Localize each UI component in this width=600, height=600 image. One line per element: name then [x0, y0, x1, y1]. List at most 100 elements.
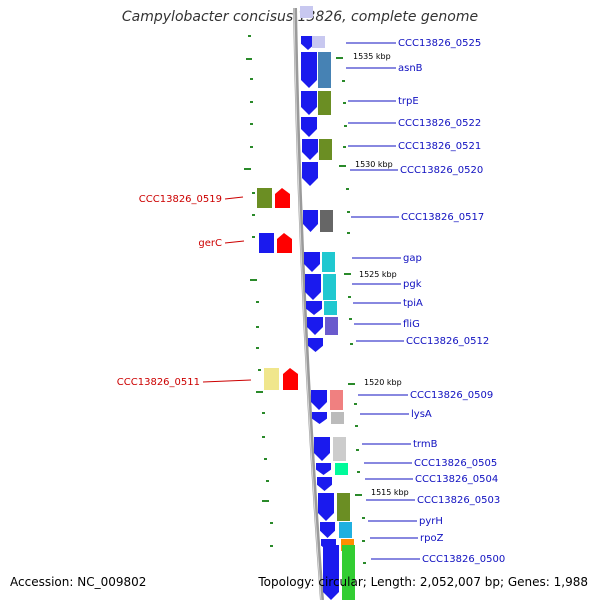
tick-mark	[346, 188, 349, 190]
function-band	[322, 252, 335, 272]
tick-mark	[339, 165, 346, 167]
function-band	[331, 412, 344, 424]
function-band	[259, 233, 274, 253]
tick-mark	[362, 540, 365, 542]
forward-gene: CCC13826_0521	[302, 139, 481, 160]
cds-arrow	[283, 368, 298, 390]
kbp-label: 1530 kbp	[355, 160, 393, 169]
tick-mark	[262, 500, 269, 502]
cds-arrow	[301, 36, 315, 50]
reverse-strand-genes: CCC13826_0519 gerC CCC13826_0511	[117, 188, 298, 390]
gene-label: CCC13826_0511	[117, 377, 200, 388]
gene-label: CCC13826_0500	[422, 554, 505, 565]
gene-label: CCC13826_0521	[398, 141, 481, 152]
cds-arrow	[316, 463, 331, 475]
cds-arrow	[275, 188, 290, 208]
forward-strand-genes: CCC13826_0525 asnB trpE CCC13826_0522CCC138…	[301, 36, 505, 600]
tick-mark	[250, 123, 253, 125]
gene-label: CCC13826_0512	[406, 336, 489, 347]
tick-mark	[250, 146, 253, 148]
gene-label: pyrH	[419, 516, 443, 527]
forward-gene: CCC13826_0512	[308, 336, 489, 352]
gene-label: trpE	[398, 96, 419, 107]
tick-mark	[354, 403, 357, 405]
tick-mark	[250, 101, 253, 103]
kbp-label: 1535 kbp	[353, 52, 391, 61]
function-band	[342, 545, 355, 600]
cds-arrow	[302, 162, 318, 186]
tick-marks	[244, 35, 366, 564]
function-band	[323, 274, 336, 300]
label-leader-line	[202, 379, 252, 383]
gene-label: asnB	[398, 63, 423, 74]
forward-gene: tpiA	[306, 298, 423, 315]
cds-arrow	[277, 233, 292, 253]
forward-gene: trpE	[301, 91, 419, 115]
forward-gene: CCC13826_0525	[301, 36, 481, 50]
function-band	[333, 437, 346, 461]
function-band	[325, 317, 338, 335]
tick-mark	[362, 517, 365, 519]
cds-arrow	[311, 390, 327, 410]
cds-arrow	[304, 252, 320, 272]
forward-gene: lysA	[312, 409, 432, 424]
tick-mark	[343, 146, 346, 148]
cds-arrow	[306, 301, 322, 315]
tick-mark	[355, 425, 358, 427]
cds-arrow	[318, 493, 334, 521]
cds-arrow	[308, 338, 323, 352]
tick-mark	[342, 80, 345, 82]
tick-mark	[250, 78, 253, 80]
tick-mark	[258, 369, 261, 371]
cds-arrow	[303, 210, 318, 232]
forward-gene: CCC13826_0503	[318, 493, 500, 521]
cds-arrow	[323, 545, 339, 600]
gene-label: lysA	[411, 409, 432, 420]
function-band	[324, 301, 337, 315]
function-band	[318, 91, 331, 115]
cds-arrow	[317, 477, 332, 491]
kbp-label: 1520 kbp	[364, 378, 402, 387]
map-title: Campylobacter concisus 13826, complete g…	[121, 9, 479, 25]
gene-label: CCC13826_0505	[414, 458, 497, 469]
reverse-gene: gerC	[198, 233, 292, 253]
tick-mark	[262, 412, 265, 414]
tick-mark	[356, 449, 359, 451]
cds-arrow	[314, 437, 330, 461]
tick-mark	[344, 273, 351, 275]
tick-mark	[348, 296, 351, 298]
forward-gene: CCC13826_0509	[311, 390, 493, 410]
tick-mark	[252, 236, 255, 238]
gene-label: CCC13826_0519	[139, 194, 222, 205]
forward-gene: pyrH	[320, 516, 443, 538]
function-band	[335, 463, 348, 475]
cds-arrow	[320, 522, 335, 538]
tick-mark	[252, 192, 255, 194]
reverse-gene: CCC13826_0511	[117, 368, 298, 390]
tick-mark	[264, 458, 267, 460]
cds-arrow	[305, 274, 321, 300]
cds-arrow	[301, 52, 317, 88]
forward-gene: CCC13826_0522	[301, 117, 481, 137]
function-band	[264, 368, 279, 390]
dna-backbone	[293, 7, 324, 600]
forward-gene: pgk	[305, 274, 422, 300]
tick-mark	[266, 480, 269, 482]
tick-mark	[256, 301, 259, 303]
function-band	[312, 36, 325, 48]
tick-mark	[347, 232, 350, 234]
cds-arrow	[312, 412, 327, 424]
tick-mark	[363, 562, 366, 564]
function-band	[320, 210, 333, 232]
gene-label: CCC13826_0504	[415, 474, 498, 485]
forward-gene: CCC13826_0500	[323, 545, 505, 600]
genome-summary-text: Topology: circular; Length: 2,052,007 bp…	[258, 575, 588, 589]
gene-label: CCC13826_0522	[398, 118, 481, 129]
forward-gene: CCC13826_0504	[317, 474, 498, 491]
gene-label: CCC13826_0509	[410, 390, 493, 401]
tick-mark	[347, 211, 350, 213]
tick-mark	[250, 279, 257, 281]
function-band	[337, 493, 350, 521]
forward-gene: CCC13826_0517	[303, 210, 484, 232]
